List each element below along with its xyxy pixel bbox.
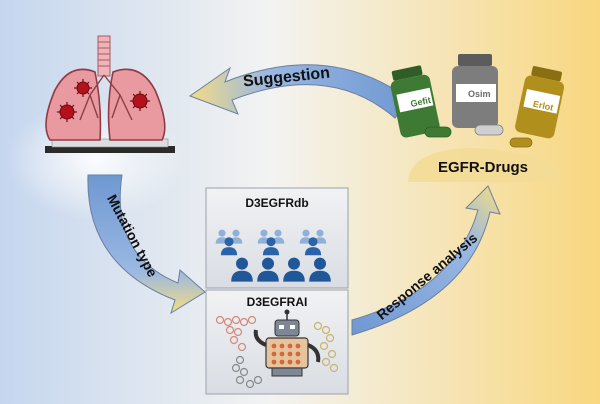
robot-icon (253, 309, 321, 377)
lung-base (45, 146, 175, 153)
gefit-label: Gefit (410, 95, 432, 109)
d3egfrdb-title: D3EGFRdb (245, 196, 308, 210)
erlot-label: Erlot (532, 99, 554, 113)
gefit-bottle-icon (390, 65, 440, 138)
drugs-base (408, 148, 560, 182)
mutation-type-arrow (87, 174, 206, 315)
response-analysis-arrow (351, 185, 501, 336)
d3egfrai-title: D3EGFRAI (247, 295, 308, 309)
egfr-drugs-label: EGFR-Drugs (438, 159, 528, 176)
suggestion-arrow (188, 64, 411, 119)
lung-illustration (45, 35, 175, 153)
molecule-network-icon (215, 315, 339, 389)
egfr-drugs-group: Gefit Osim Erlot (390, 54, 565, 182)
erlot-bottle-icon (515, 66, 565, 139)
osim-bottle-icon (452, 54, 498, 128)
pill-icon (424, 124, 533, 148)
osim-label: Osim (468, 89, 491, 99)
